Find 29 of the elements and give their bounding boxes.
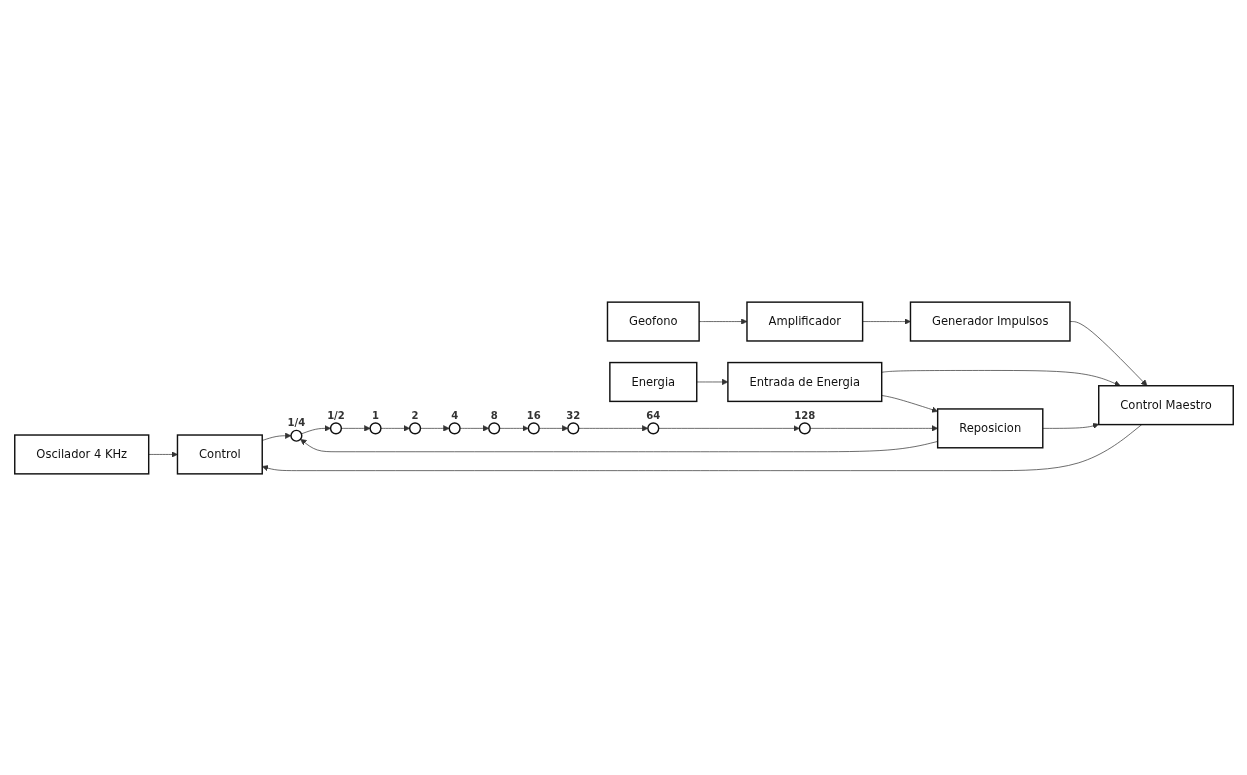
value-label: 8 <box>490 409 498 421</box>
value-label: 2 <box>411 409 419 421</box>
node-circle <box>646 421 659 434</box>
node-box: Entrada de Energia <box>726 361 882 402</box>
value-label: 1 <box>371 409 379 421</box>
node-circle <box>566 421 579 434</box>
node-box: Amplificador <box>745 300 863 342</box>
node-circle <box>289 429 302 442</box>
node-box: Geofono <box>606 300 700 342</box>
node-box: Reposicion <box>936 407 1043 448</box>
value-label: 1/2 <box>326 409 345 421</box>
node-circle <box>329 421 342 434</box>
value-label: 128 <box>793 409 815 421</box>
value-label: 64 <box>645 409 660 421</box>
value-label: 4 <box>450 409 458 421</box>
node-circle <box>487 421 500 434</box>
value-label: 16 <box>526 409 541 421</box>
node-box: Generador Impulsos <box>909 300 1071 342</box>
node-circle <box>368 421 382 434</box>
node-box: Oscilador 4 KHz <box>13 433 149 475</box>
node-box: Control Maestro <box>1097 384 1234 425</box>
node-circle <box>798 421 811 434</box>
node-box: Control <box>176 433 263 475</box>
node-circle <box>408 421 421 434</box>
node-circle <box>527 421 540 434</box>
node-circle <box>448 421 461 434</box>
value-label: 1/4 <box>287 416 305 428</box>
value-label: 32 <box>565 409 580 421</box>
node-box: Energia <box>608 361 697 402</box>
